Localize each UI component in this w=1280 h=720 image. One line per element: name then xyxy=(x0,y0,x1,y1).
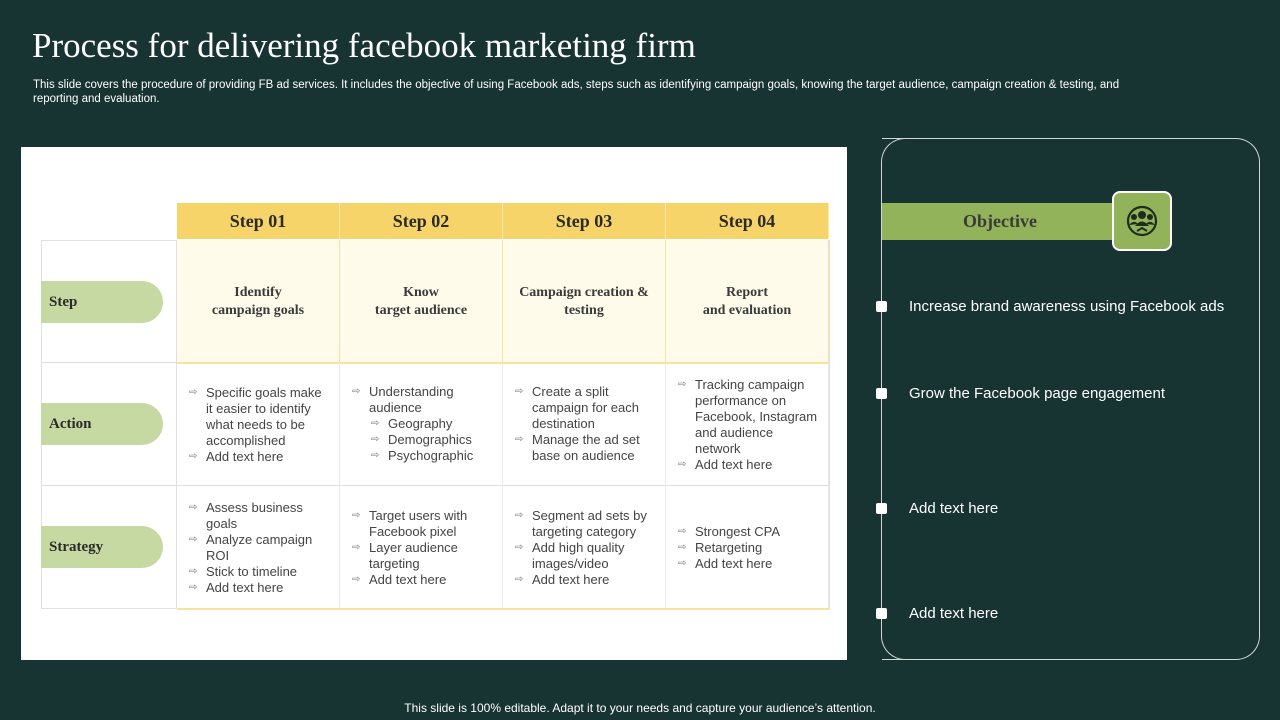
bullet-list: Target users with Facebook pixel Layer a… xyxy=(352,508,494,588)
list-item: Tracking campaign performance on Faceboo… xyxy=(678,377,820,457)
objective-icon-box xyxy=(1112,191,1172,251)
list-item: Layer audience targeting xyxy=(352,540,494,572)
step-cell: Report and evaluation xyxy=(666,240,829,363)
objective-item: Increase brand awareness using Facebook … xyxy=(876,298,1224,315)
list-item: Add text here xyxy=(678,457,820,473)
list-item: Strongest CPA xyxy=(678,524,780,540)
objective-item: Add text here xyxy=(876,500,998,517)
list-item: Create a split campaign for each destina… xyxy=(515,384,657,432)
bullet-list: Tracking campaign performance on Faceboo… xyxy=(678,377,820,473)
row-label-strategy: Strategy xyxy=(41,526,163,568)
list-item: Add text here xyxy=(352,572,494,588)
bullet-list: Segment ad sets by targeting category Ad… xyxy=(515,508,657,588)
bullet-list: Understanding audience Geography Demogra… xyxy=(352,384,494,464)
bullet-dot xyxy=(876,301,887,312)
step-cell: Campaign creation & testing xyxy=(503,240,666,363)
step-cell-line: Report xyxy=(726,284,768,300)
row-label-action: Action xyxy=(41,403,163,445)
strategy-cell: Assess business goals Analyze campaign R… xyxy=(177,486,340,609)
objective-item-text: Grow the Facebook page engagement xyxy=(909,385,1166,402)
action-cell: Create a split campaign for each destina… xyxy=(503,363,666,486)
step-cell: Know target audience xyxy=(340,240,503,363)
list-item: Add text here xyxy=(189,580,331,596)
list-item: Manage the ad set base on audience xyxy=(515,432,657,464)
step-cell-line: testing xyxy=(564,302,604,318)
step-cell-line: Campaign creation & xyxy=(519,284,649,300)
list-item: Assess business goals xyxy=(189,500,331,532)
strategy-cell: Segment ad sets by targeting category Ad… xyxy=(503,486,666,609)
footer-note: This slide is 100% editable. Adapt it to… xyxy=(404,701,876,715)
row-label-step: Step xyxy=(41,281,163,323)
step-header-2: Step 02 xyxy=(340,203,503,239)
step-cell-line: Know xyxy=(403,284,439,300)
list-item: Add text here xyxy=(189,449,331,465)
action-cell: Specific goals make it easier to identif… xyxy=(177,363,340,486)
objective-item: Grow the Facebook page engagement xyxy=(876,385,1165,402)
step-cell-line: target audience xyxy=(374,302,468,318)
step-cell: Identify campaign goals xyxy=(177,240,340,363)
list-item: Add text here xyxy=(678,556,780,572)
bullet-list: Specific goals make it easier to identif… xyxy=(189,385,331,465)
step-header-4: Step 04 xyxy=(666,203,829,239)
objective-item-text: Add text here xyxy=(909,500,999,517)
action-cell: Tracking campaign performance on Faceboo… xyxy=(666,363,829,486)
list-item: Demographics xyxy=(352,432,494,448)
objective-heading: Objective xyxy=(882,203,1118,240)
list-item: Add text here xyxy=(515,572,657,588)
page-title: Process for delivering facebook marketin… xyxy=(32,26,696,65)
row-label-column xyxy=(41,240,177,609)
list-item: Geography xyxy=(352,416,494,432)
objective-panel xyxy=(881,138,1260,660)
list-item: Add high quality images/video xyxy=(515,540,657,572)
list-item: Stick to timeline xyxy=(189,564,331,580)
table-bottom-line xyxy=(177,608,830,610)
step-cell-line: and evaluation xyxy=(702,302,792,318)
bullet-list: Assess business goals Analyze campaign R… xyxy=(189,500,331,596)
list-item: Specific goals make it easier to identif… xyxy=(189,385,331,449)
step-header-1: Step 01 xyxy=(177,203,340,239)
objective-item-text: Increase brand awareness using Facebook … xyxy=(909,298,1225,315)
process-table-panel: Step 01 Step 02 Step 03 Step 04 Step Act… xyxy=(21,147,847,660)
audience-target-icon xyxy=(1126,205,1158,237)
bullet-dot xyxy=(876,388,887,399)
bullet-dot xyxy=(876,608,887,619)
step-cell-line: Identify xyxy=(234,284,282,300)
bullet-dot xyxy=(876,503,887,514)
objective-item: Add text here xyxy=(876,605,998,622)
action-cell: Understanding audience Geography Demogra… xyxy=(340,363,503,486)
step-cell-line: campaign goals xyxy=(211,302,305,318)
list-item: Psychographic xyxy=(352,448,494,464)
list-item: Target users with Facebook pixel xyxy=(352,508,494,540)
list-item: Analyze campaign ROI xyxy=(189,532,331,564)
page-subtitle: This slide covers the procedure of provi… xyxy=(33,79,1120,105)
step-header-3: Step 03 xyxy=(503,203,666,239)
list-item: Understanding audience xyxy=(352,384,494,416)
objective-item-text: Add text here xyxy=(909,605,999,622)
bullet-list: Create a split campaign for each destina… xyxy=(515,384,657,464)
strategy-cell: Target users with Facebook pixel Layer a… xyxy=(340,486,503,609)
row-divider xyxy=(177,362,830,364)
list-item: Retargeting xyxy=(678,540,780,556)
strategy-cell: Strongest CPA Retargeting Add text here xyxy=(666,486,829,609)
list-item: Segment ad sets by targeting category xyxy=(515,508,657,540)
bullet-list: Strongest CPA Retargeting Add text here xyxy=(678,524,780,572)
